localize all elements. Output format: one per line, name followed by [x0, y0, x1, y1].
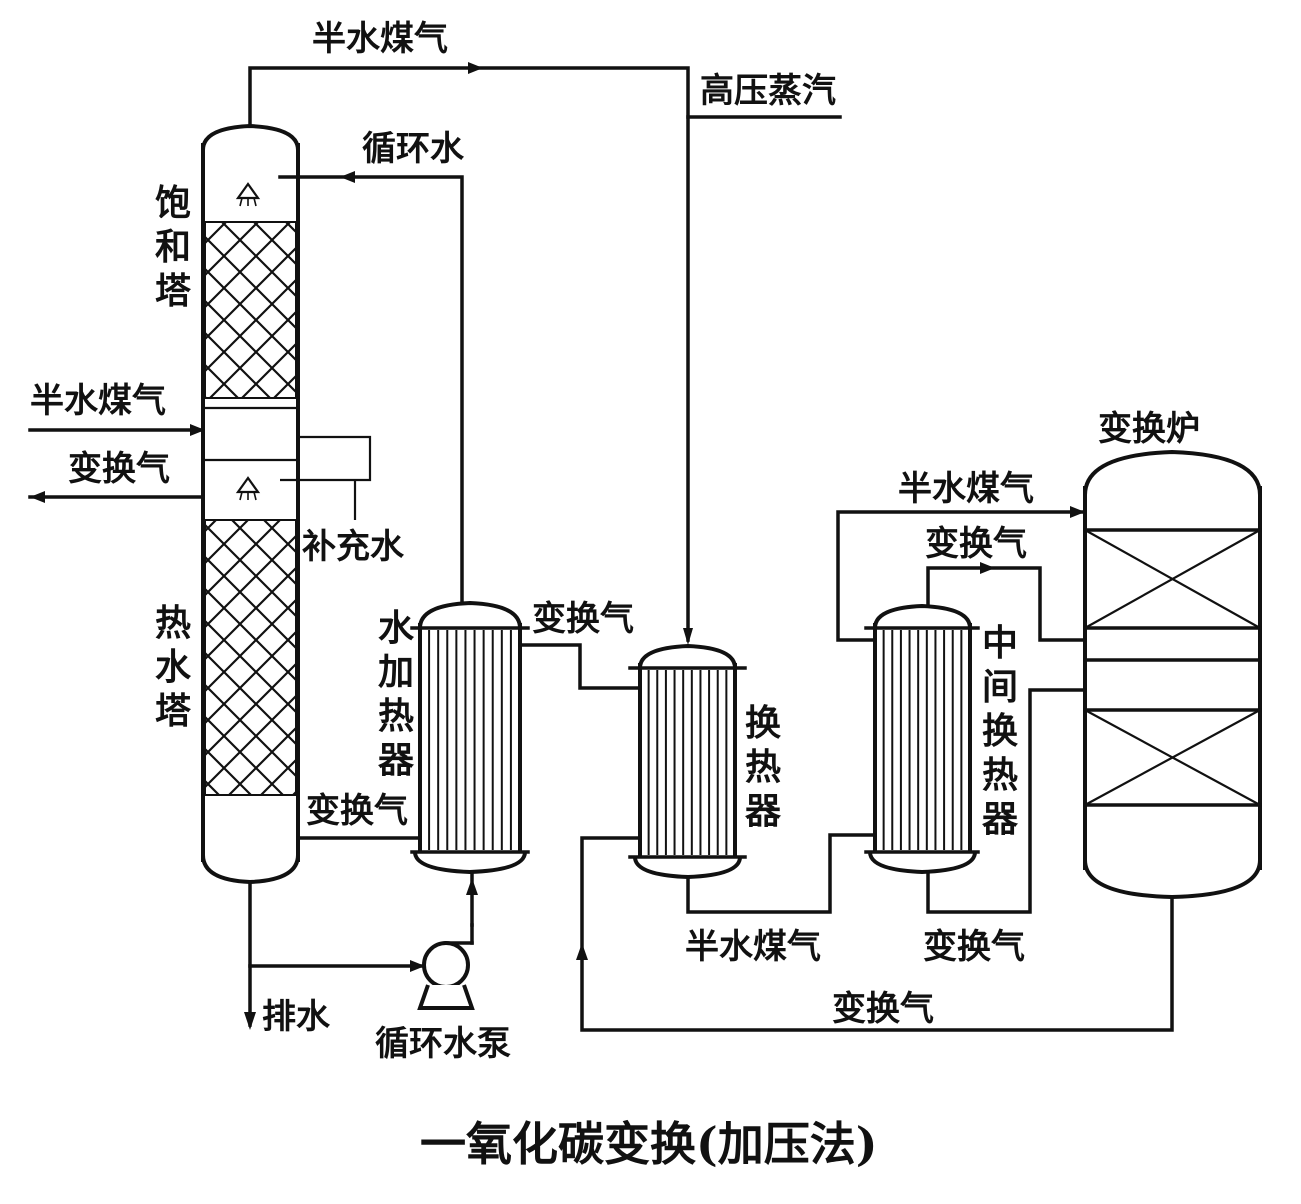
label-circulating-water: 循环水 — [362, 129, 465, 169]
label-semi-water-gas-top: 半水煤气 — [312, 19, 448, 59]
vertical-labels: 饱和塔 热水塔 水加热器 换热器 中间换热器 — [155, 183, 1019, 840]
label-pump: 循环水泵 — [375, 1024, 511, 1064]
spray-head-icon — [235, 182, 261, 501]
label-water-heater: 水加热器 — [378, 608, 415, 781]
water-heater — [410, 600, 530, 875]
flow-arrows — [30, 62, 1085, 1030]
label-saturation-tower: 饱和塔 — [155, 183, 192, 312]
label-high-pressure-steam: 高压蒸汽 — [700, 71, 836, 111]
label-shift-gas-out: 变换气 — [68, 449, 170, 489]
label-intermediate-exchanger: 中间换热器 — [982, 623, 1019, 840]
label-drain: 排水 — [262, 997, 331, 1037]
label-shift-gas-tower: 变换气 — [306, 791, 408, 831]
converter — [1083, 449, 1262, 900]
label-converter: 变换炉 — [1098, 409, 1200, 449]
heat-exchanger — [628, 643, 747, 880]
label-semi-water-gas-converter: 半水煤气 — [898, 469, 1034, 509]
label-semi-water-gas-bottom: 半水煤气 — [685, 927, 821, 967]
label-shift-gas-mid-bottom: 变换气 — [923, 927, 1025, 967]
label-shift-gas-heater: 变换气 — [532, 599, 634, 639]
labels: 半水煤气 高压蒸汽 循环水 半水煤气 变换气 补充水 变换气 变换气 半水煤气 … — [30, 19, 1200, 1064]
circulating-pump — [417, 923, 475, 1010]
label-shift-gas-mid-top: 变换气 — [925, 524, 1027, 564]
label-heat-exchanger: 换热器 — [745, 703, 782, 832]
label-semi-water-gas-in: 半水煤气 — [30, 381, 166, 421]
intermediate-exchanger — [864, 603, 980, 875]
diagram-title: 一氧化碳变换(加压法) — [420, 1117, 878, 1171]
label-hot-water-tower: 热水塔 — [155, 603, 192, 732]
label-shift-gas-return: 变换气 — [832, 989, 934, 1029]
saturation-hot-water-tower — [201, 123, 300, 885]
label-makeup-water: 补充水 — [302, 527, 405, 567]
